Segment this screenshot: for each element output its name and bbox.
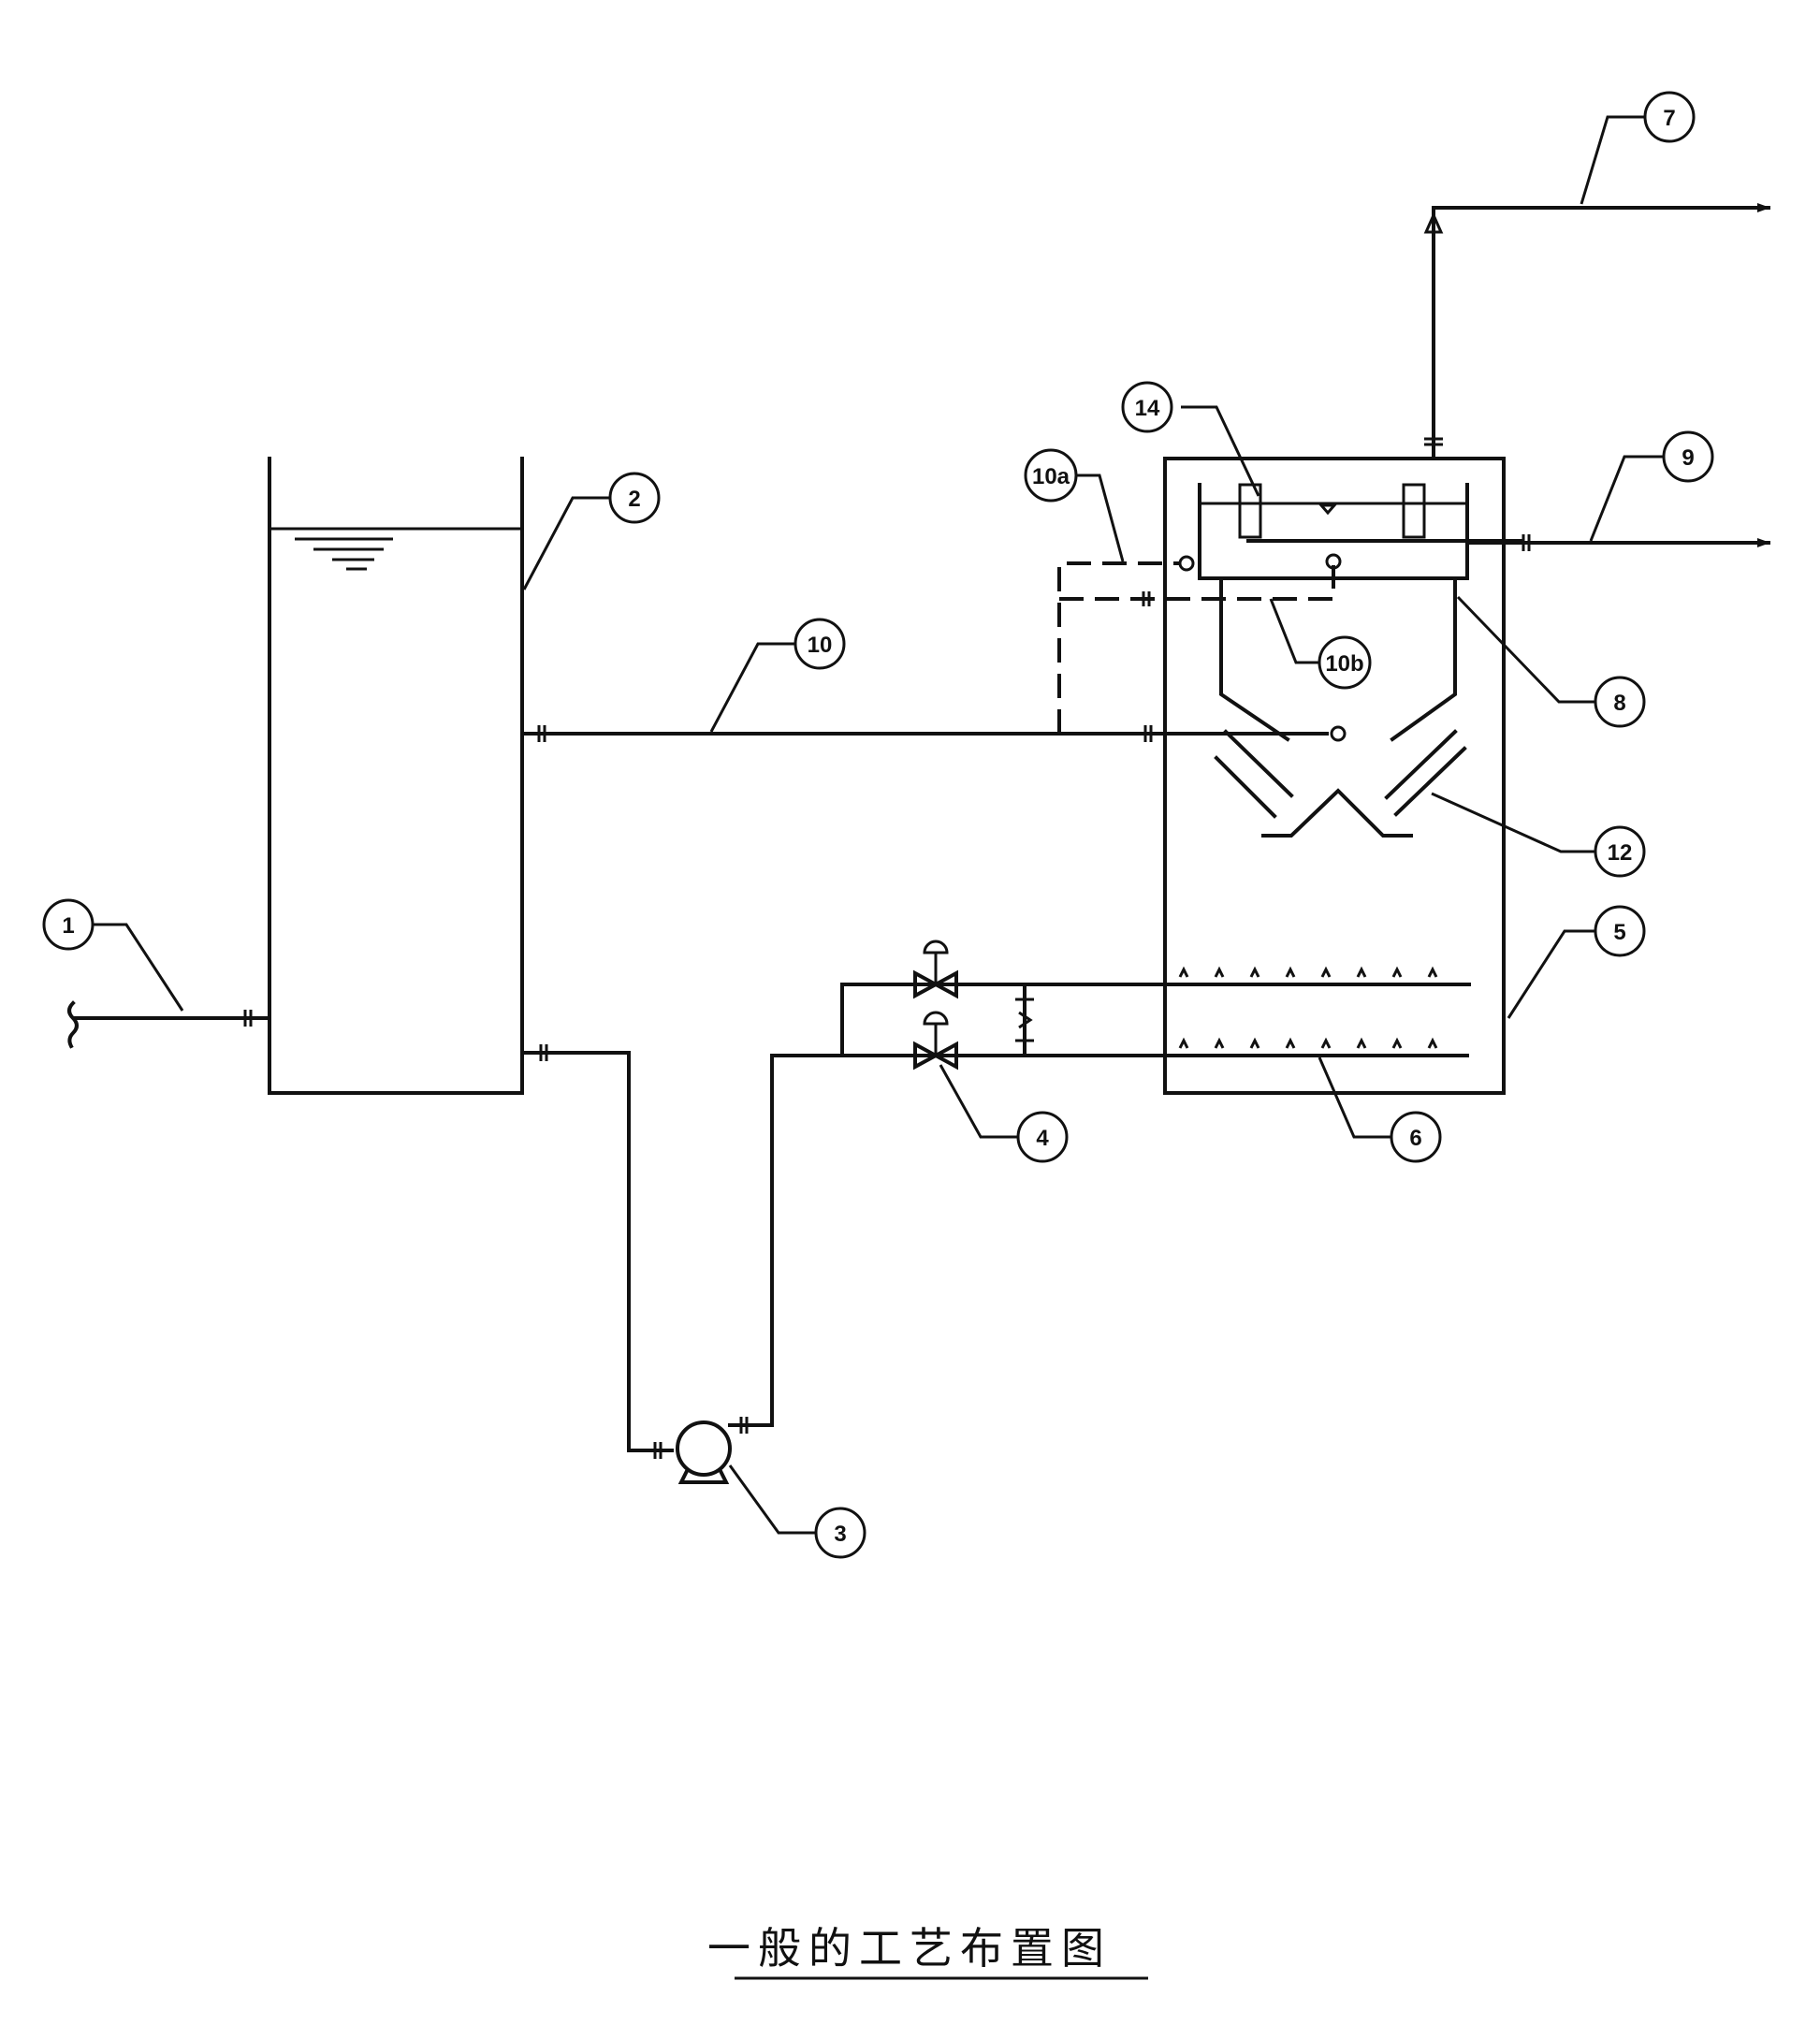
baffles [1214,729,1467,838]
caption: 一般的工艺布置图 [707,1923,1148,1980]
outlet-line-7 [1423,203,1770,460]
recycle-line-10 [520,725,1347,742]
nozzle-mark [1249,1037,1260,1049]
nozzle-mark [1427,966,1438,978]
callout-9: 9 [1662,430,1714,483]
nozzle-mark [1178,966,1189,978]
callout-10a: 10a [1024,448,1078,503]
pump-suction-line [520,1044,674,1459]
callout-14: 14 [1121,381,1173,433]
callout-10b: 10b [1318,635,1372,690]
control-valve-lower [913,1011,958,1071]
nozzle-mark [1249,966,1260,978]
water-level-symbol [295,537,393,571]
callout-5: 5 [1594,905,1646,957]
leader-lines [94,115,1664,1535]
callout-10b-text: 10b [1325,651,1363,677]
callout-10-text: 10 [808,633,833,658]
callout-4: 4 [1016,1111,1069,1163]
sparger-nozzles [1178,966,1438,1049]
callout-1: 1 [42,898,95,951]
callout-8: 8 [1594,676,1646,728]
callout-10: 10 [794,618,846,670]
outlet-line-9 [1465,534,1770,551]
nozzle-mark [1285,966,1296,978]
nozzle-mark [1320,1037,1332,1049]
callout-3: 3 [814,1507,866,1559]
callout-7: 7 [1643,91,1696,143]
callout-1-text: 1 [62,913,74,939]
callout-6-text: 6 [1409,1126,1421,1151]
callout-2: 2 [608,472,661,524]
nozzle-mark [1320,966,1332,978]
callout-2-text: 2 [628,487,640,512]
callout-3-text: 3 [834,1522,846,1547]
callout-5-text: 5 [1613,920,1625,945]
callout-4-text: 4 [1036,1126,1049,1151]
nozzle-mark [1285,1037,1296,1049]
caption-text: 一般的工艺布置图 [707,1923,1112,1974]
callout-8-text: 8 [1613,691,1625,716]
callout-9-text: 9 [1682,445,1694,471]
nozzle-mark [1214,966,1225,978]
callout-10a-text: 10a [1032,464,1070,489]
nozzle-mark [1391,966,1403,978]
feed-tank [268,457,524,1095]
nozzle-mark [1391,1037,1403,1049]
callout-14-text: 14 [1135,396,1160,421]
inlet-line [67,1000,271,1049]
nozzle-mark [1356,1037,1367,1049]
nozzle-mark [1178,1037,1189,1049]
callout-12: 12 [1594,825,1646,878]
nozzle-mark [1427,1037,1438,1049]
callout-7-text: 7 [1663,106,1675,131]
overflow-launder [1198,483,1522,580]
callout-6: 6 [1390,1111,1442,1163]
dashed-control-lines [1057,553,1342,734]
pump-discharge-line [728,983,1471,1434]
pump [676,1420,732,1484]
hopper [1219,576,1457,742]
nozzle-mark [1214,1037,1225,1049]
control-valve-upper [913,940,958,999]
cross-connection [1015,983,1034,1057]
callout-12-text: 12 [1608,840,1633,866]
nozzle-mark [1356,966,1367,978]
